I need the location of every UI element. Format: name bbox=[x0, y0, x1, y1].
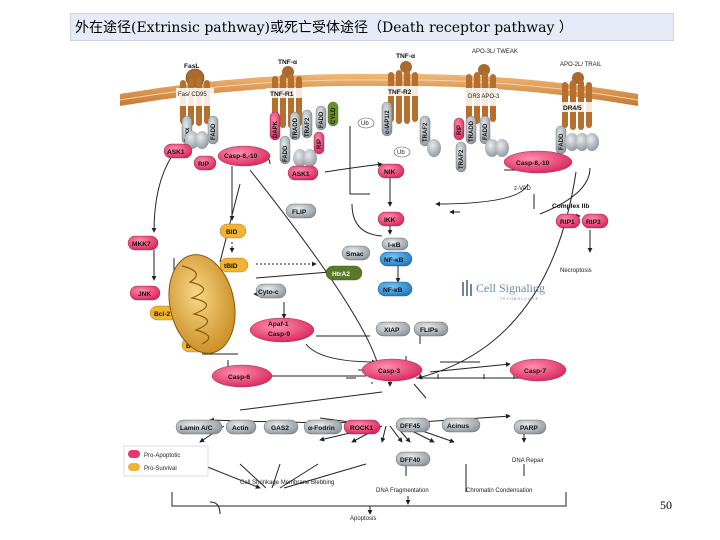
xiap-label: XIAP bbox=[384, 327, 400, 334]
flip-label: FLIP bbox=[292, 209, 307, 216]
bid-label: BID bbox=[226, 229, 238, 236]
tnfr2-label: TNF-R2 bbox=[388, 89, 412, 96]
death-domain-balls bbox=[185, 131, 599, 167]
dff40-label: DFF40 bbox=[400, 457, 420, 464]
casp810-a-label: Casp-8,-10 bbox=[224, 153, 258, 160]
pro-apoptotic-nodes: ASK1 RIP Casp-8,-10 ASK1 NIK Casp-8,-10 … bbox=[127, 143, 609, 435]
apo3l-label: APO-3L/ TWEAK bbox=[472, 49, 518, 55]
chromatin-condensation-label: Chromatin Condensation bbox=[466, 488, 532, 494]
rip1-label: RIP1 bbox=[560, 219, 575, 226]
fodrin-label: α-Fodrin bbox=[308, 425, 335, 432]
nfkb-nodes: NF-κB NF-κB bbox=[377, 251, 413, 297]
parp-label: PARP bbox=[520, 425, 538, 432]
dr45-label: DR4/5 bbox=[563, 105, 582, 112]
fas-receptor-group: FasL Fas/ CD95 bbox=[176, 63, 214, 126]
dr3-group: APO-3L/ TWEAK DR3 APO-3 bbox=[466, 49, 518, 124]
gas2-label: GAS2 bbox=[271, 425, 289, 432]
ask1-b-label: ASK1 bbox=[292, 171, 310, 178]
mitochondrion bbox=[168, 254, 236, 354]
cell-signaling-sub: TECHNOLOGY® bbox=[500, 297, 539, 301]
traf2c-label: TRAF2 bbox=[459, 149, 465, 169]
nfkb1-label: NF-κB bbox=[384, 257, 404, 264]
ub1-label: Ub bbox=[361, 121, 369, 127]
complex2b-label: Complex IIb bbox=[552, 203, 589, 210]
rip1-adaptor-label: RIP bbox=[317, 139, 323, 149]
adaptor-capsules: Daxx FADD DAPK FADD TRADD TRAF2 RIP FADD… bbox=[181, 101, 567, 173]
rip-a-label: RIP bbox=[198, 161, 210, 168]
rock1-label: ROCK1 bbox=[350, 425, 373, 432]
dr3-label: DR3 APO-3 bbox=[468, 94, 500, 100]
cyld-label: CYLD bbox=[331, 107, 337, 124]
ubiquitin-tags: Ub Ub bbox=[357, 117, 411, 158]
acinus-label: Acinus bbox=[447, 423, 469, 430]
fadd5-label: FADD bbox=[559, 133, 565, 150]
dff45-label: DFF45 bbox=[400, 423, 420, 430]
slide-title: 外在途径(Extrinsic pathway)或死亡受体途径（Death rec… bbox=[75, 20, 573, 36]
casp7-label: Casp-7 bbox=[524, 368, 546, 375]
dapk-label: DAPK bbox=[273, 120, 279, 138]
ask1-a-label: ASK1 bbox=[167, 149, 185, 156]
legend-swatch-pro-apoptotic bbox=[128, 450, 140, 458]
tnfr2-group: TNF-α TNF-R2 bbox=[384, 53, 424, 124]
fadd1-label: FADD bbox=[211, 123, 217, 140]
ub2-label: Ub bbox=[397, 150, 405, 156]
plain-text-labels: z-VAD Complex IIb Necroptosis DNA Repair… bbox=[240, 186, 592, 522]
cell-signaling-logo-icon bbox=[462, 280, 472, 296]
traf2a-label: TRAF2 bbox=[305, 117, 311, 137]
cell-shrinkage-label: Cell Shrinkage Membrane Blebbing bbox=[240, 480, 334, 486]
casp6-label: Casp-6 bbox=[228, 374, 250, 381]
cell-signaling-name: Cell Signaling bbox=[476, 281, 545, 295]
fadd3-label: FADD bbox=[319, 111, 325, 128]
rip3-label: RIP3 bbox=[586, 219, 601, 226]
fadd2-label: FADD bbox=[283, 145, 289, 162]
rip2-adaptor-label: RIP bbox=[457, 125, 463, 135]
cell-signaling-watermark: Cell Signaling TECHNOLOGY® bbox=[462, 280, 545, 301]
nik-label: NIK bbox=[384, 169, 396, 176]
apoptosis-label: Apoptosis bbox=[350, 516, 376, 522]
bcl2-a-label: Bcl-2 bbox=[154, 311, 170, 318]
htra2-label: HtrA2 bbox=[332, 271, 350, 278]
dna-fragmentation-label: DNA Fragmentation bbox=[376, 488, 429, 494]
title-bar: 外在途径(Extrinsic pathway)或死亡受体途径（Death rec… bbox=[70, 13, 674, 41]
casp810-b-label: Casp-8,-10 bbox=[516, 160, 550, 167]
tradd1-label: TRADD bbox=[293, 117, 299, 139]
lamin-label: Lamin A/C bbox=[180, 425, 213, 432]
legend-pro-survival-label: Pro-Survival bbox=[144, 466, 177, 472]
gray-nodes: FLIP Smac I-κB Cyto-c XIAP FLIPs Lamin A… bbox=[175, 203, 547, 467]
tradd2-label: TRADD bbox=[469, 120, 475, 142]
necroptosis-label: Necroptosis bbox=[560, 268, 592, 274]
traf2b-label: TRAF2 bbox=[423, 122, 429, 142]
smac-label: Smac bbox=[346, 251, 364, 258]
ciap-label: c-IAP1/2 bbox=[385, 110, 391, 134]
apo2l-label: APO-2L/ TRAIL bbox=[560, 62, 602, 68]
apaf1-label: Apaf-1 bbox=[268, 321, 289, 328]
legend: Pro-Apoptotic Pro-Survival bbox=[123, 445, 209, 477]
death-receptor-pathway-diagram: FasL Fas/ CD95 TNF-α TNF-R1 TNF-α TNF-R2… bbox=[120, 49, 638, 522]
nfkb2-label: NF-κB bbox=[383, 287, 403, 294]
fadd4-label: FADD bbox=[483, 123, 489, 140]
page-number: 50 bbox=[660, 498, 672, 512]
tbid-label: tBID bbox=[224, 263, 238, 270]
casp9-label: Casp-9 bbox=[268, 331, 290, 338]
casp3-label: Casp-3 bbox=[378, 368, 400, 375]
fas-label: Fas/ CD95 bbox=[178, 92, 207, 98]
dna-repair-label: DNA Repair bbox=[512, 458, 544, 464]
tnf-alpha-2-label: TNF-α bbox=[396, 53, 415, 60]
pathway-arrows bbox=[151, 126, 593, 515]
actin-label: Actin bbox=[232, 425, 248, 432]
dr45-group: APO-2L/ TRAIL DR4/5 bbox=[560, 62, 602, 130]
mkk7-label: MKK7 bbox=[132, 241, 151, 248]
zvad-label: z-VAD bbox=[514, 186, 532, 192]
jnk-label: JNK bbox=[138, 291, 151, 298]
tnf-alpha-1-label: TNF-α bbox=[278, 59, 297, 66]
flips-label: FLIPs bbox=[420, 327, 438, 334]
legend-pro-apoptotic-label: Pro-Apoptotic bbox=[144, 453, 180, 459]
htra2-node: HtrA2 bbox=[325, 265, 363, 281]
ikb-label: I-κB bbox=[388, 242, 401, 249]
ikk-label: IKK bbox=[384, 217, 396, 224]
fasl-label: FasL bbox=[184, 63, 199, 70]
cytoc-label: Cyto-c bbox=[258, 289, 279, 296]
tnfr1-label: TNF-R1 bbox=[270, 91, 294, 98]
legend-swatch-pro-survival bbox=[128, 463, 140, 471]
